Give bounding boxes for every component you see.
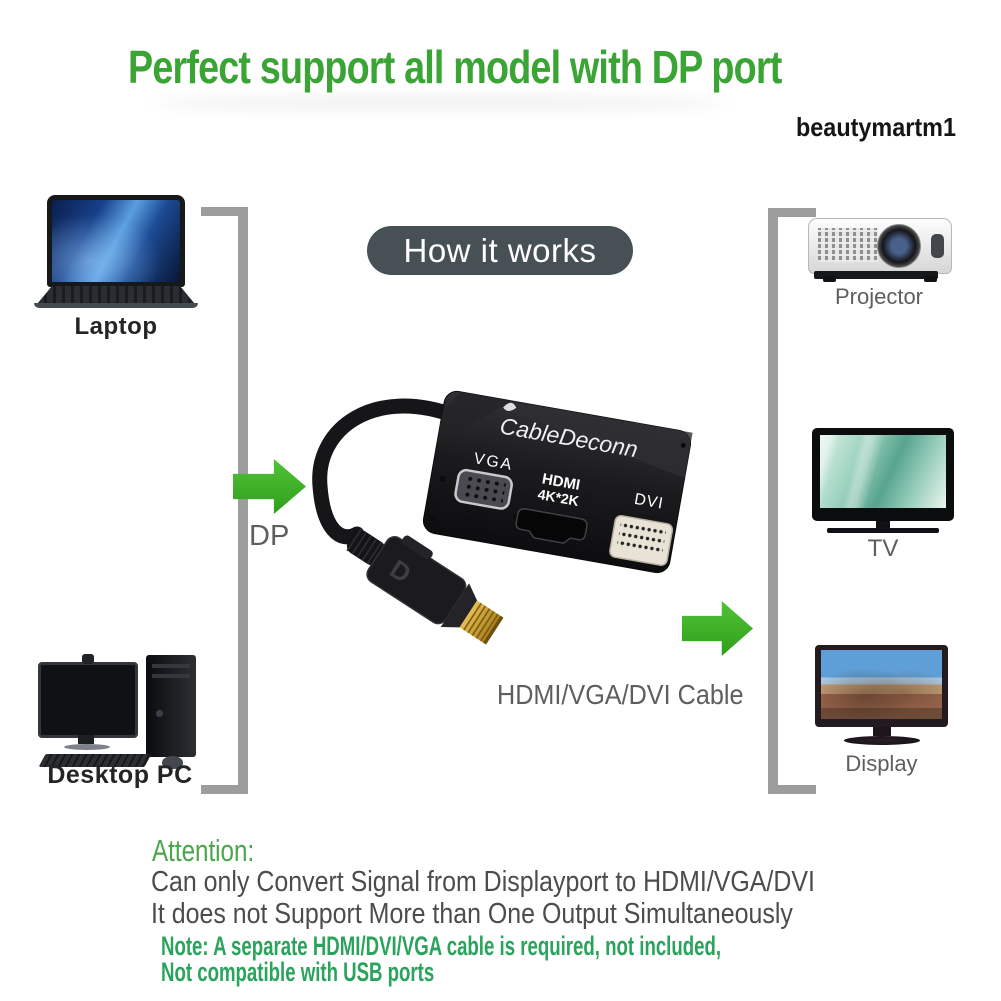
attention-note-1: Note: A separate HDMI/DVI/VGA cable is r… xyxy=(161,931,722,961)
dp-cable xyxy=(312,398,463,545)
desktop-drive-bay xyxy=(152,674,190,678)
desktop-power-button xyxy=(156,710,163,717)
projector-body xyxy=(808,218,952,282)
sources-bracket xyxy=(201,207,248,794)
projector-lens xyxy=(877,224,921,268)
hdmi-port-label: HDMI xyxy=(541,471,582,494)
tv-label: TV xyxy=(867,535,899,562)
projector-foot xyxy=(823,276,836,282)
desktop-pc-label: Desktop PC xyxy=(47,761,193,789)
brand-leaf-icon xyxy=(503,402,517,412)
seller-watermark: beautymartm1 xyxy=(796,112,956,142)
tv-frame xyxy=(812,428,954,521)
desktop-tower xyxy=(146,655,196,757)
laptop-keyboard xyxy=(38,286,194,303)
how-it-works-label: How it works xyxy=(403,231,597,269)
projector-vents xyxy=(818,228,878,262)
display-label: Display xyxy=(845,751,918,776)
desktop-monitor-base xyxy=(64,744,110,750)
title-shadow xyxy=(150,97,730,109)
laptop-image xyxy=(34,195,198,309)
display-image xyxy=(815,645,948,747)
laptop-base xyxy=(34,303,198,308)
laptop-screen xyxy=(47,195,185,287)
dp-label: DP xyxy=(249,520,290,552)
dvi-port-label: DVI xyxy=(633,491,665,513)
desktop-drive-bay xyxy=(152,664,190,668)
projector-base xyxy=(814,271,938,279)
page-title: Perfect support all model with DP port xyxy=(128,41,782,93)
display-frame xyxy=(815,645,948,727)
tv-stand-bar xyxy=(827,528,939,533)
attention-line-1: Can only Convert Signal from Displayport… xyxy=(151,866,815,898)
vga-port-label: VGA xyxy=(472,450,514,474)
display-stand xyxy=(872,727,891,736)
projector-image xyxy=(808,218,952,282)
adapter-body: CableDeconn VGA HDMI 4K*2K DVI xyxy=(422,390,693,574)
cable-label: HDMI/VGA/DVI Cable xyxy=(497,679,744,710)
desktop-mouse xyxy=(162,756,183,769)
laptop-label: Laptop xyxy=(74,313,158,340)
desktop-pc-image xyxy=(38,650,243,769)
attention-line-2: It does not Support More than One Output… xyxy=(151,898,793,930)
tv-image xyxy=(812,428,954,534)
tv-stand xyxy=(876,521,890,528)
display-screen xyxy=(821,650,942,719)
adapter-product-image: CableDeconn VGA HDMI 4K*2K DVI D xyxy=(312,390,693,645)
desktop-webcam xyxy=(82,654,94,664)
desktop-monitor-stand xyxy=(78,735,94,744)
projector-label: Projector xyxy=(834,284,924,309)
how-it-works-pill: How it works xyxy=(367,226,633,275)
attention-note-2: Not compatible with USB ports xyxy=(161,957,435,987)
projector-foot xyxy=(924,276,937,282)
projector-panel xyxy=(931,234,944,258)
tv-screen xyxy=(820,435,946,508)
outputs-bracket xyxy=(768,208,816,794)
desktop-monitor xyxy=(38,662,138,738)
display-base xyxy=(843,736,920,745)
attention-heading: Attention: xyxy=(152,833,255,868)
hdmi-port-sublabel: 4K*2K xyxy=(537,486,580,509)
dp-connector: D xyxy=(346,528,504,645)
hdmi-port xyxy=(515,508,588,544)
